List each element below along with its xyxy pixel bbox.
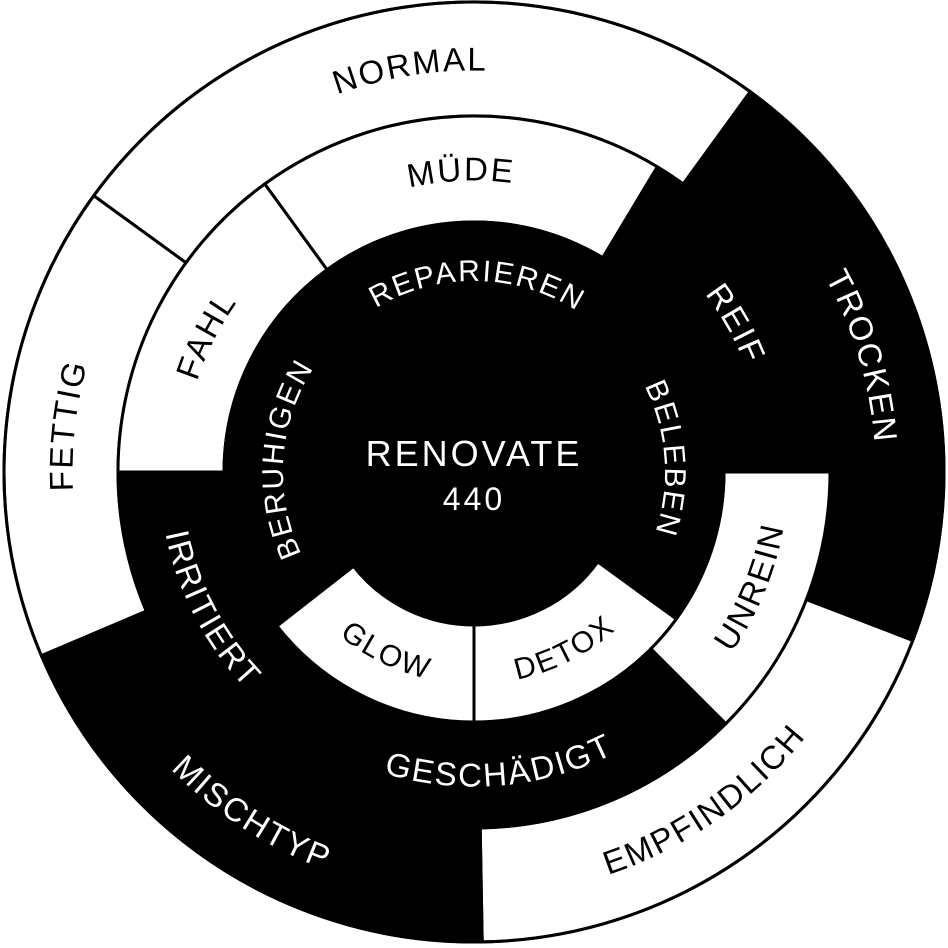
label-middle-m-de: MÜDE <box>404 150 517 194</box>
center-subtitle: 440 <box>443 481 505 517</box>
center-title: RENOVATE <box>366 433 583 474</box>
segment-inner-reparieren <box>298 220 656 368</box>
segment-inner-beleben <box>581 296 726 622</box>
center-disc <box>321 319 627 625</box>
